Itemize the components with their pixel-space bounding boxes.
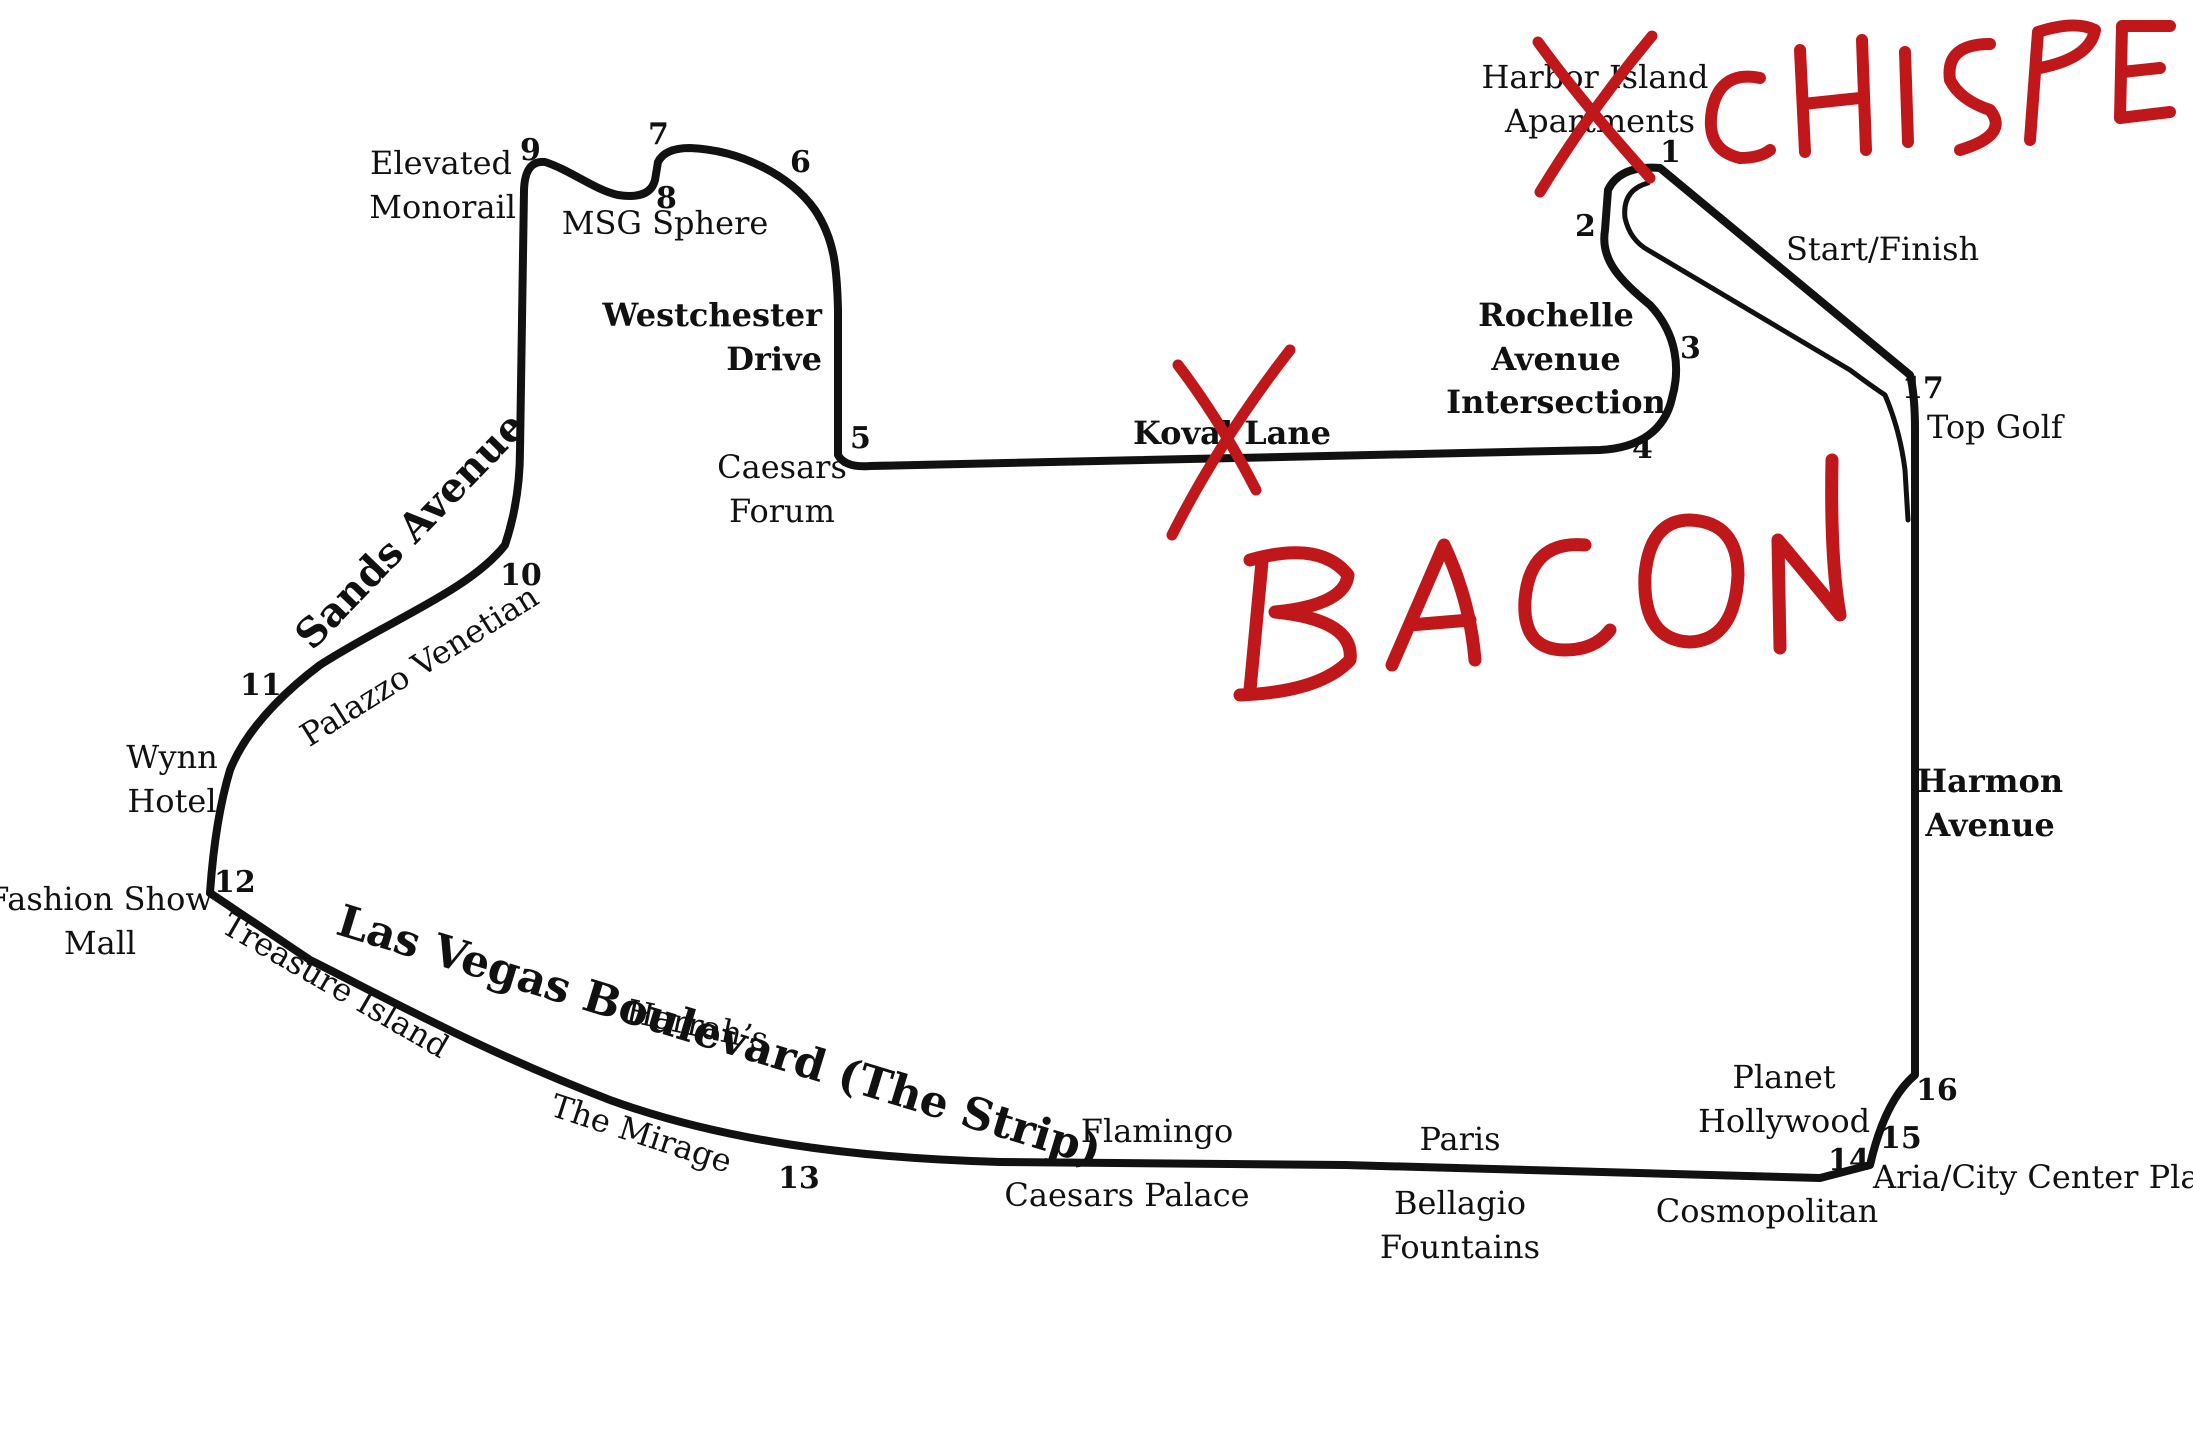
turn-6: 6	[790, 145, 811, 180]
road-westchester-line1: Westchester	[601, 296, 823, 334]
turn-13: 13	[778, 1161, 820, 1196]
landmark-bellagio-line1: Bellagio	[1394, 1184, 1526, 1222]
turn-17: 17	[1902, 371, 1944, 406]
pit-lane-line	[1622, 180, 1911, 523]
landmark-caesars-forum-line2: Forum	[729, 492, 835, 530]
turn-3: 3	[1680, 331, 1701, 366]
turn-12: 12	[214, 865, 256, 900]
road-rochelle-line3: Intersection	[1446, 383, 1666, 421]
turn-11: 11	[240, 668, 282, 703]
landmark-flamingo: Flamingo	[1081, 1112, 1233, 1150]
landmark-elevated-monorail-line2: Monorail	[369, 188, 516, 226]
landmark-planet-hollywood-line2: Hollywood	[1698, 1102, 1870, 1140]
turn-4: 4	[1632, 431, 1653, 466]
road-harmon-line1: Harmon	[1917, 762, 2063, 800]
graffiti-word-chispe	[1704, 19, 2176, 164]
landmark-elevated-monorail-line1: Elevated	[370, 144, 512, 182]
turn-14: 14	[1828, 1143, 1870, 1178]
turn-10: 10	[500, 558, 542, 593]
landmark-cosmopolitan: Cosmopolitan	[1656, 1192, 1879, 1230]
turn-16: 16	[1916, 1073, 1958, 1108]
landmark-planet-hollywood-line1: Planet	[1732, 1058, 1835, 1096]
landmark-paris: Paris	[1419, 1120, 1500, 1158]
landmark-wynn-hotel-line1: Wynn	[126, 738, 217, 776]
landmark-aria-city-center: Aria/City Center Plaza	[1872, 1158, 2193, 1196]
road-rochelle-line2: Avenue	[1490, 340, 1620, 378]
road-westchester-line2: Drive	[726, 340, 822, 378]
landmark-top-golf: Top Golf	[1927, 408, 2065, 446]
landmark-fashion-show-line2: Mall	[64, 924, 136, 962]
graffiti-word-bacon	[1233, 453, 1847, 702]
circuit-track-path	[206, 144, 1919, 1182]
graffiti-crossout-koval	[1166, 344, 1296, 541]
landmark-fashion-show-line1: Fashion Show	[0, 880, 213, 918]
landmark-caesars-forum-line1: Caesars	[717, 448, 847, 486]
landmark-start-finish: Start/Finish	[1786, 230, 1979, 268]
landmark-msg-sphere: MSG Sphere	[562, 204, 769, 242]
turn-5: 5	[850, 421, 871, 456]
turn-9: 9	[520, 133, 541, 168]
turn-1: 1	[1660, 135, 1681, 170]
road-rochelle-line1: Rochelle	[1478, 296, 1634, 334]
landmark-caesars-palace: Caesars Palace	[1004, 1176, 1249, 1214]
turn-15: 15	[1880, 1121, 1922, 1156]
landmark-wynn-hotel-line2: Hotel	[127, 782, 216, 820]
graffiti-crossout-harbor	[1532, 30, 1658, 198]
turn-7: 7	[648, 117, 669, 152]
turn-8: 8	[656, 181, 677, 216]
road-harmon-line2: Avenue	[1924, 806, 2054, 844]
landmark-bellagio-line2: Fountains	[1380, 1228, 1540, 1266]
turn-2: 2	[1575, 209, 1596, 244]
landmark-harbor-island-line1: Harbor Island	[1482, 58, 1709, 96]
